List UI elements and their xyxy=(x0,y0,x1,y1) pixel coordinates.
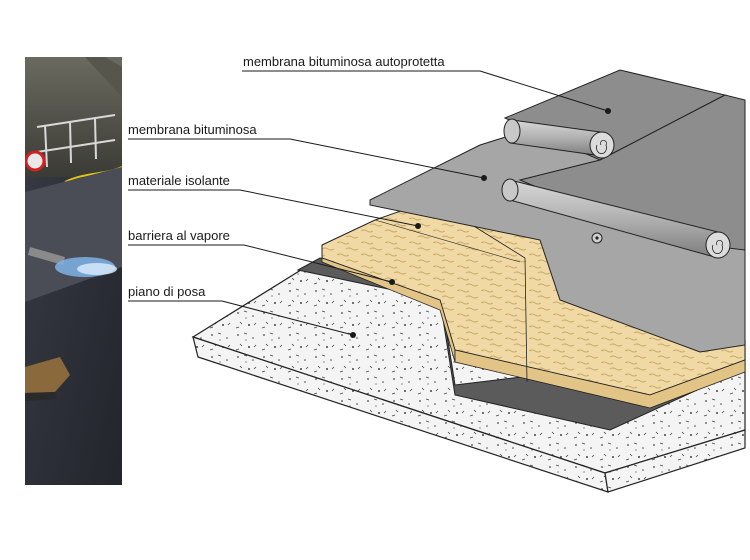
leader-lines xyxy=(128,70,609,336)
label-materiale-isolante: materiale isolante xyxy=(128,173,230,188)
label-membrana-bituminosa: membrana bituminosa xyxy=(128,122,257,137)
label-barriera-al-vapore: barriera al vapore xyxy=(128,228,230,243)
label-piano-di-posa: piano di posa xyxy=(128,284,206,299)
membrane-roll-lower xyxy=(501,178,731,259)
site-photo-illustration xyxy=(25,57,122,485)
leader-dots xyxy=(350,108,611,338)
label-membrana-autoprotetta: membrana bituminosa autoprotetta xyxy=(243,54,445,69)
membrane-roll-upper xyxy=(503,118,615,159)
site-photo xyxy=(25,57,122,485)
